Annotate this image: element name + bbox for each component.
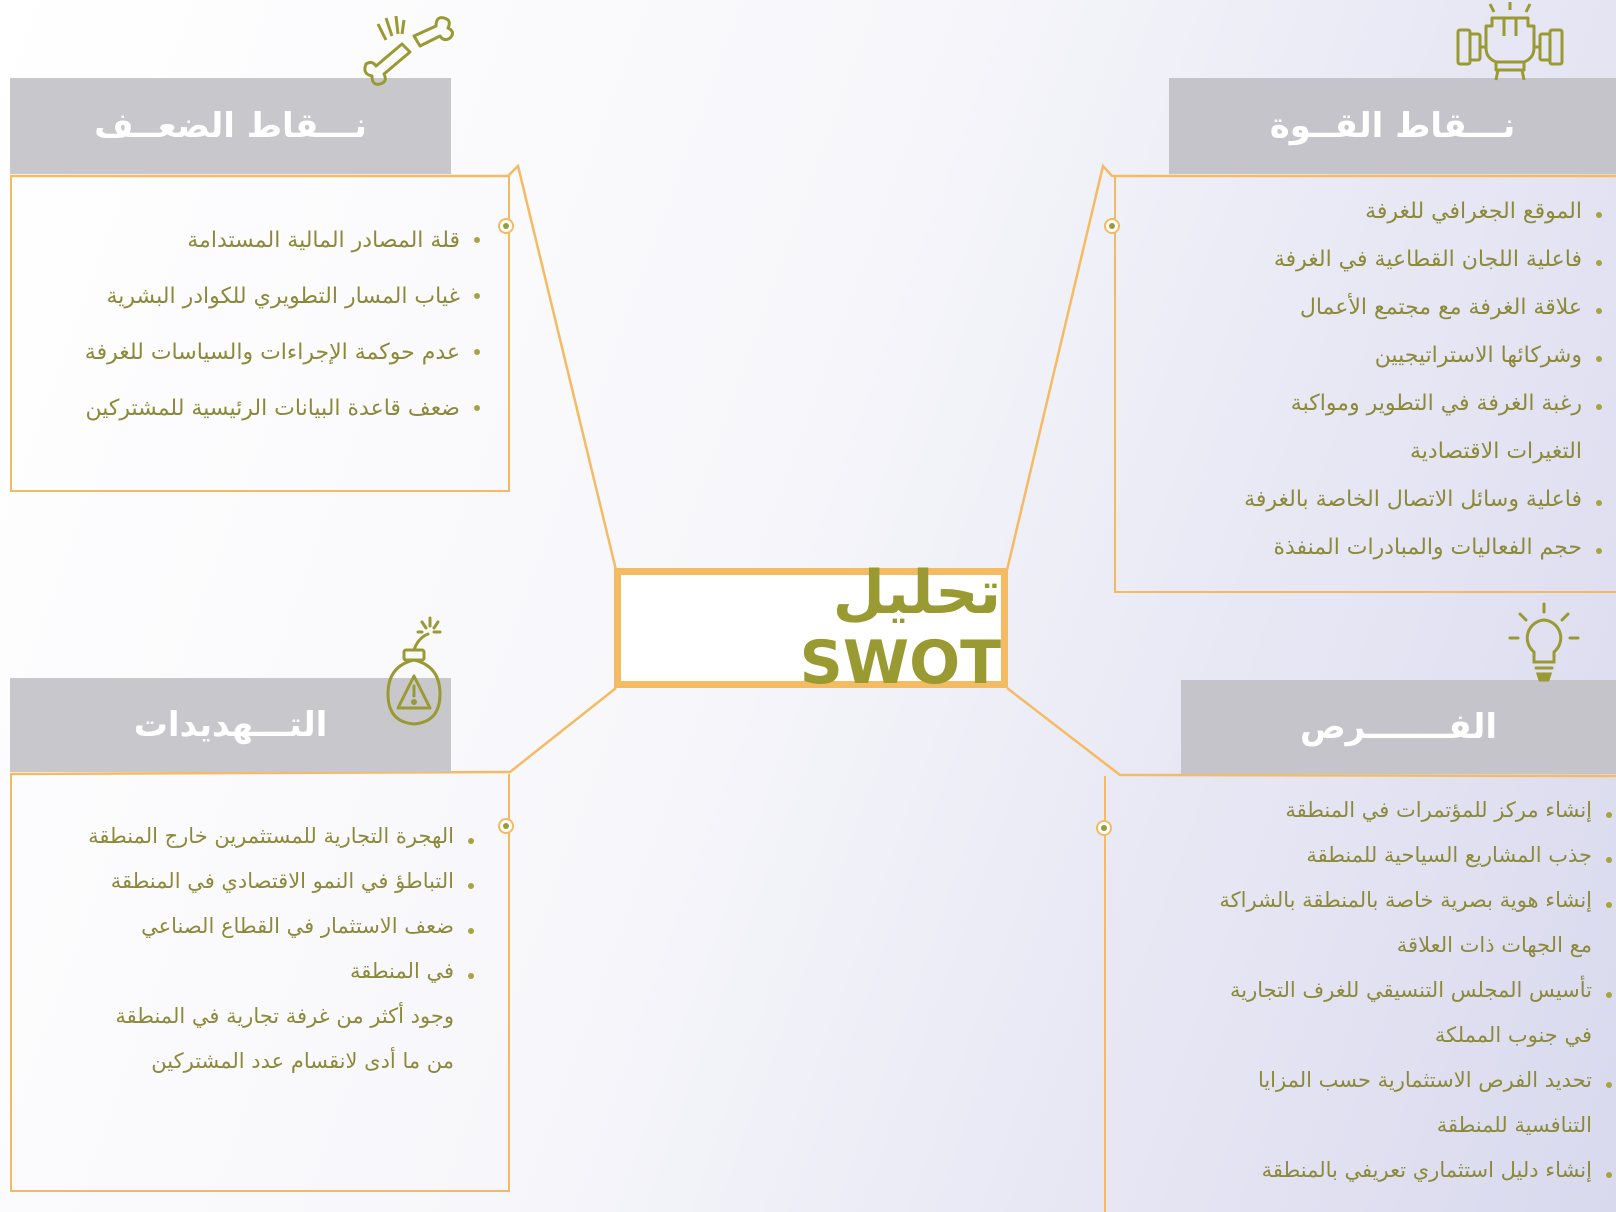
strengths-header: نـــقاط القــوة <box>1169 78 1616 174</box>
strengths-pin <box>1104 218 1120 234</box>
list-item: حجم الفعاليات والمبادرات المنفذة <box>1116 524 1606 572</box>
list-item: وشركائها الاستراتيجيين <box>1116 332 1606 380</box>
list-item: علاقة الغرفة مع مجتمع الأعمال <box>1116 284 1606 332</box>
threats-title: التـــهديدات <box>133 705 328 745</box>
opportunities-box: إنشاء مركز للمؤتمرات في المنطقة جذب المش… <box>1104 776 1616 1212</box>
weaknesses-title: نـــقاط الضعــف <box>94 106 367 146</box>
list-item: غياب المسار التطويري للكوادر البشرية <box>12 269 484 325</box>
opportunities-pin <box>1096 820 1112 836</box>
threats-connector <box>9 687 617 776</box>
list-item: قلة المصادر المالية المستدامة <box>12 213 484 269</box>
opportunities-header: الفـــــــرص <box>1181 680 1616 774</box>
weaknesses-connector <box>10 163 618 571</box>
list-item: التباطؤ في النمو الاقتصادي في المنطقة <box>12 859 478 904</box>
list-item: الهجرة التجارية للمستثمرين خارج المنطقة <box>12 814 478 859</box>
strengths-connector <box>1005 163 1616 571</box>
list-item: من ما أدى لانقسام عدد المشتركين <box>151 1049 454 1073</box>
broken-bone-icon <box>363 15 455 86</box>
list-item: في جنوب المملكة <box>1434 1023 1592 1047</box>
list-item: ضعف قاعدة البيانات الرئيسية للمشتركين <box>12 381 484 437</box>
weaknesses-header: نـــقاط الضعــف <box>10 78 451 174</box>
center-title: تحليل SWOT <box>799 558 1001 698</box>
list-item: جذب المشاريع السياحية للمنطقة <box>1106 833 1616 878</box>
opportunities-title: الفـــــــرص <box>1299 707 1498 747</box>
threats-pin <box>498 818 514 834</box>
list-item: في المنطقة <box>12 949 478 994</box>
list-item: ضعف الاستثمار في القطاع الصناعي <box>12 904 478 949</box>
bomb-warning-icon <box>386 616 442 726</box>
center-title-box: تحليل SWOT <box>614 558 1008 698</box>
opportunities-connector <box>1006 687 1616 778</box>
list-item: إنشاء دليل استثماري تعريفي بالمنطقة <box>1106 1148 1616 1193</box>
weaknesses-pin <box>498 218 514 234</box>
list-item: إنشاء مركز للمؤتمرات في المنطقة <box>1106 788 1616 833</box>
list-item: مع الجهات ذات العلاقة <box>1396 933 1592 957</box>
fist-dumbbell-icon <box>1456 2 1564 81</box>
list-item: إنشاء هوية بصرية خاصة بالمنطقة بالشراكة <box>1106 878 1616 923</box>
threats-box: الهجرة التجارية للمستثمرين خارج المنطقة … <box>10 774 510 1192</box>
list-item: عدم حوكمة الإجراءات والسياسات للغرفة <box>12 325 484 381</box>
list-item: فاعلية اللجان القطاعية في الغرفة <box>1116 236 1606 284</box>
list-item: فاعلية وسائل الاتصال الخاصة بالغرفة <box>1116 476 1606 524</box>
list-item: التنافسية للمنطقة <box>1436 1113 1592 1137</box>
strengths-box: الموقع الجغرافي للغرفة فاعلية اللجان الق… <box>1114 176 1616 593</box>
list-item: الموقع الجغرافي للغرفة <box>1116 188 1606 236</box>
list-item: رغبة الغرفة في التطوير ومواكبة <box>1116 380 1606 428</box>
strengths-title: نـــقاط القــوة <box>1269 106 1516 146</box>
list-item: تأسيس المجلس التنسيقي للغرف التجارية <box>1106 968 1616 1013</box>
list-item: التغيرات الاقتصادية <box>1410 439 1582 464</box>
threats-header: التـــهديدات <box>10 678 451 772</box>
weaknesses-box: قلة المصادر المالية المستدامة غياب المسا… <box>10 176 510 492</box>
list-item: تحديد الفرص الاستثمارية حسب المزايا <box>1106 1058 1616 1103</box>
list-item: وجود أكثر من غرفة تجارية في المنطقة <box>115 1004 454 1028</box>
lightbulb-icon <box>1508 602 1580 682</box>
